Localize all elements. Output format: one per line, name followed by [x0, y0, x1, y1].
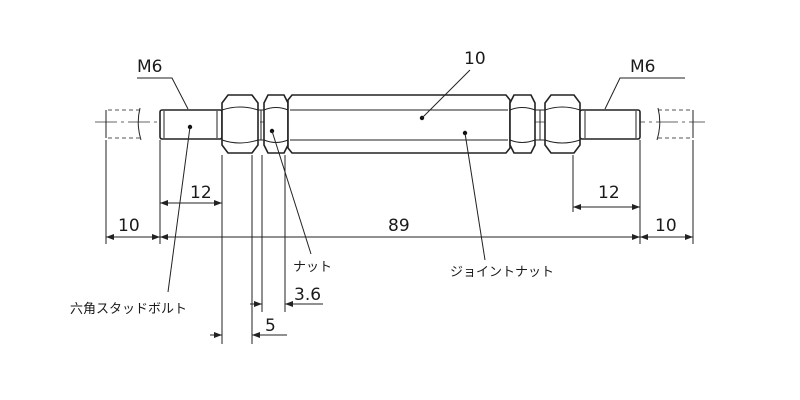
- stud-bolt-label: 六角スタッドボルト: [70, 302, 187, 317]
- dim-overall-length: 89: [388, 216, 410, 236]
- joint-nut: [287, 94, 511, 154]
- extension-lines: [105, 140, 694, 344]
- dim-right-thread: 12: [598, 183, 620, 203]
- dimension-lines: [106, 200, 693, 338]
- mating-thread-left: [105, 107, 142, 141]
- thread-label-left: M6: [137, 57, 162, 77]
- nut-right-outer: [544, 94, 581, 154]
- joint-nut-label: ジョイントナット: [450, 265, 554, 280]
- dim-left-engagement: 10: [118, 216, 140, 236]
- joint-nut-width-label: 10: [464, 49, 486, 69]
- dim-nut-offset: 5: [265, 316, 276, 336]
- stud-bolt-right: [579, 109, 641, 140]
- nut-right-inner: [509, 94, 545, 154]
- dim-right-engagement: 10: [655, 216, 677, 236]
- mating-thread-right: [656, 107, 694, 141]
- nut-label: ナット: [293, 260, 332, 275]
- dim-nut-thickness: 3.6: [294, 285, 321, 305]
- dim-left-thread: 12: [190, 183, 212, 203]
- stud-bolt-left: [159, 109, 223, 140]
- thread-label-right: M6: [630, 57, 655, 77]
- leader-lines: [137, 69, 685, 293]
- nut-left-outer: [221, 94, 264, 154]
